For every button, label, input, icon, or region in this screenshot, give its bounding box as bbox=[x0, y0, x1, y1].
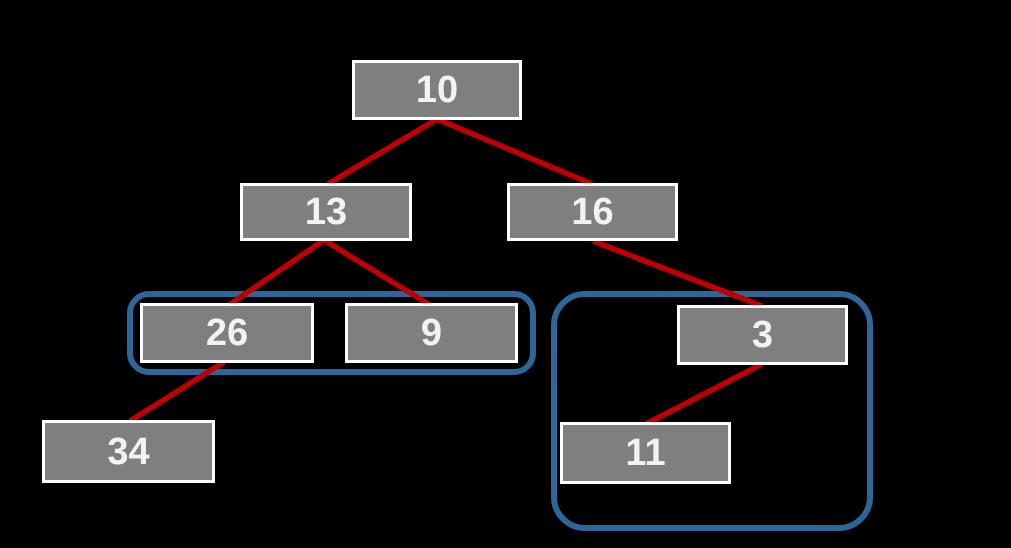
node-label: 3 bbox=[751, 314, 774, 356]
node-label: 10 bbox=[415, 69, 459, 111]
node-label: 9 bbox=[420, 312, 443, 354]
node-label: 16 bbox=[571, 191, 614, 233]
tree-node-16: 16 bbox=[507, 183, 678, 241]
tree-node-13: 13 bbox=[240, 183, 412, 241]
tree-node-26: 26 bbox=[140, 303, 314, 363]
tree-node-3: 3 bbox=[677, 305, 848, 365]
node-label: 13 bbox=[304, 191, 348, 233]
node-label: 34 bbox=[107, 430, 150, 473]
node-label: 26 bbox=[205, 312, 249, 354]
tree-node-34: 34 bbox=[42, 420, 215, 483]
tree-edge-10-16 bbox=[435, 116, 594, 187]
tree-node-9: 9 bbox=[345, 303, 518, 363]
tree-node-11: 11 bbox=[560, 422, 731, 484]
tree-node-10: 10 bbox=[352, 60, 522, 120]
tree-edge-10-13 bbox=[326, 116, 439, 187]
node-label: 11 bbox=[625, 432, 666, 474]
